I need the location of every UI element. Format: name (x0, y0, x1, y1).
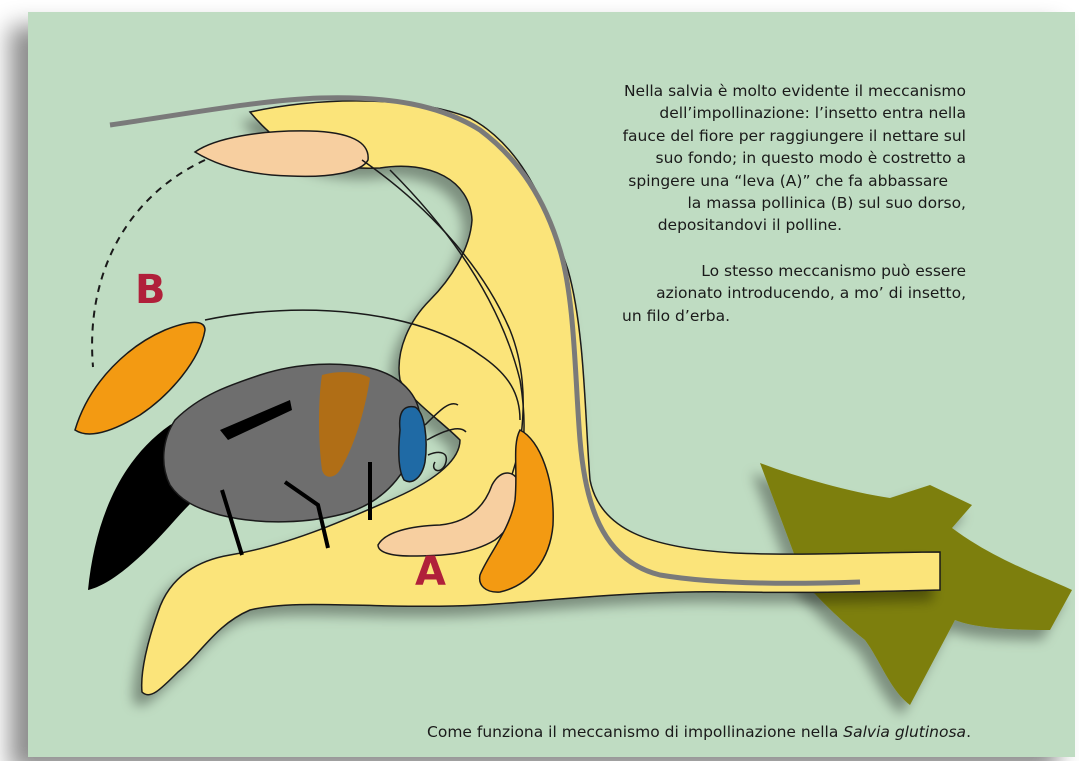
caption-species: Salvia glutinosa (843, 723, 966, 741)
upper-anther (195, 131, 368, 176)
caption-suffix: . (966, 723, 971, 741)
p1-line: dell’impollinazione: l’insetto entra nel… (623, 102, 966, 124)
description-paragraph-1: Nella salvia è molto evidente il meccani… (623, 80, 966, 237)
insect-body (164, 364, 420, 522)
caption-prefix: Come funziona il meccanismo di impollina… (427, 723, 843, 741)
p1-line: suo fondo; in questo modo è costretto a (623, 147, 966, 169)
label-b: B (135, 267, 166, 313)
p1-line: Nella salvia è molto evidente il meccani… (623, 80, 966, 102)
p2-line: Lo stesso meccanismo può essere (622, 260, 966, 282)
p2-line: un filo d’erba. (622, 305, 730, 327)
description-paragraph-2: Lo stesso meccanismo può essere azionato… (622, 260, 966, 327)
p2-line: azionato introducendo, a mo’ di insetto, (622, 282, 966, 304)
label-a: A (415, 549, 446, 595)
insect-eye (399, 407, 426, 482)
figure-caption: Come funziona il meccanismo di impollina… (427, 723, 971, 741)
p1-line: la massa pollinica (B) sul suo dorso, (623, 192, 966, 214)
p1-line: spingere una “leva (A)” che fa abbassare (623, 170, 948, 192)
p1-line: depositandovi il polline. (623, 214, 842, 236)
p1-line: fauce del fiore per raggiungere il netta… (623, 125, 966, 147)
